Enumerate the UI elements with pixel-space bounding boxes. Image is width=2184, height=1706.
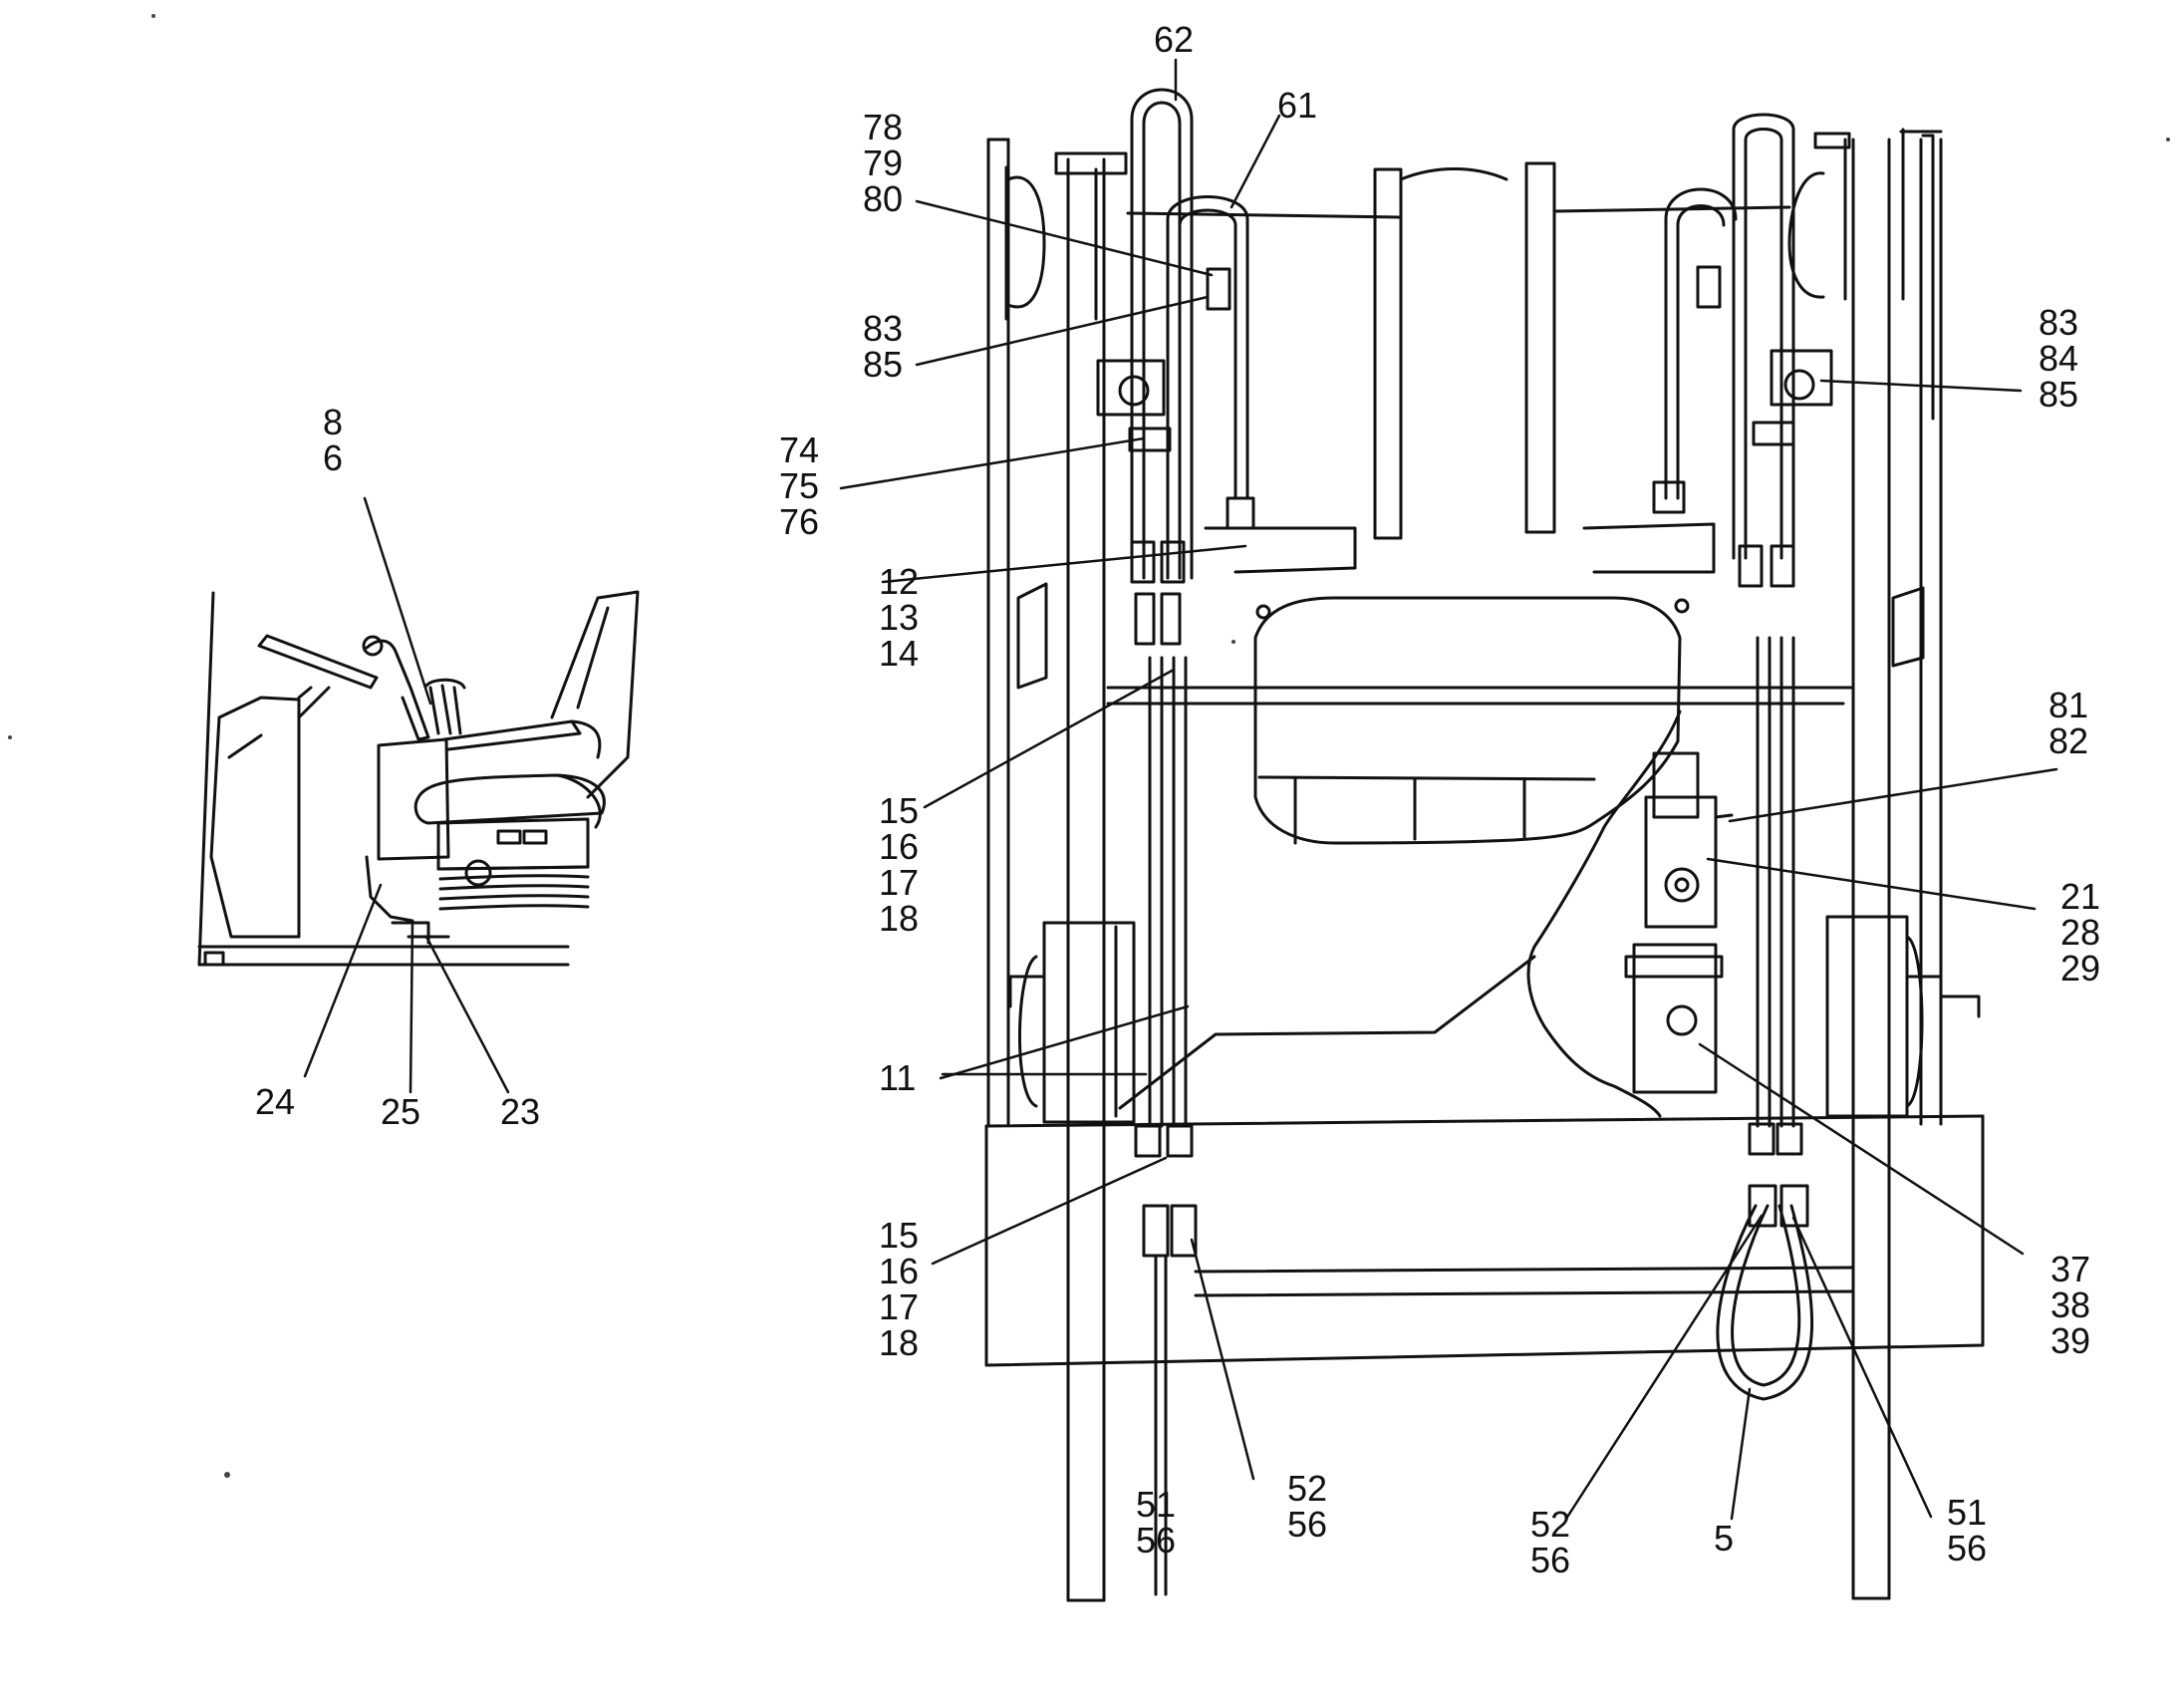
callout-62: 62 — [1154, 19, 1195, 60]
mast-assembly — [984, 128, 1985, 1602]
callout-11: 11 — [879, 1057, 917, 1098]
leader-lines — [303, 58, 2058, 1521]
callout-5: 5 — [1714, 1518, 1735, 1559]
callout-25: 25 — [381, 1091, 421, 1132]
hydraulic-hoses — [1128, 88, 1814, 1596]
callout-23: 23 — [500, 1091, 541, 1132]
scan-specks — [8, 14, 2170, 1478]
callout-24: 24 — [255, 1081, 296, 1122]
operator-cab-inset — [197, 590, 640, 967]
callout-61: 61 — [1277, 85, 1318, 126]
